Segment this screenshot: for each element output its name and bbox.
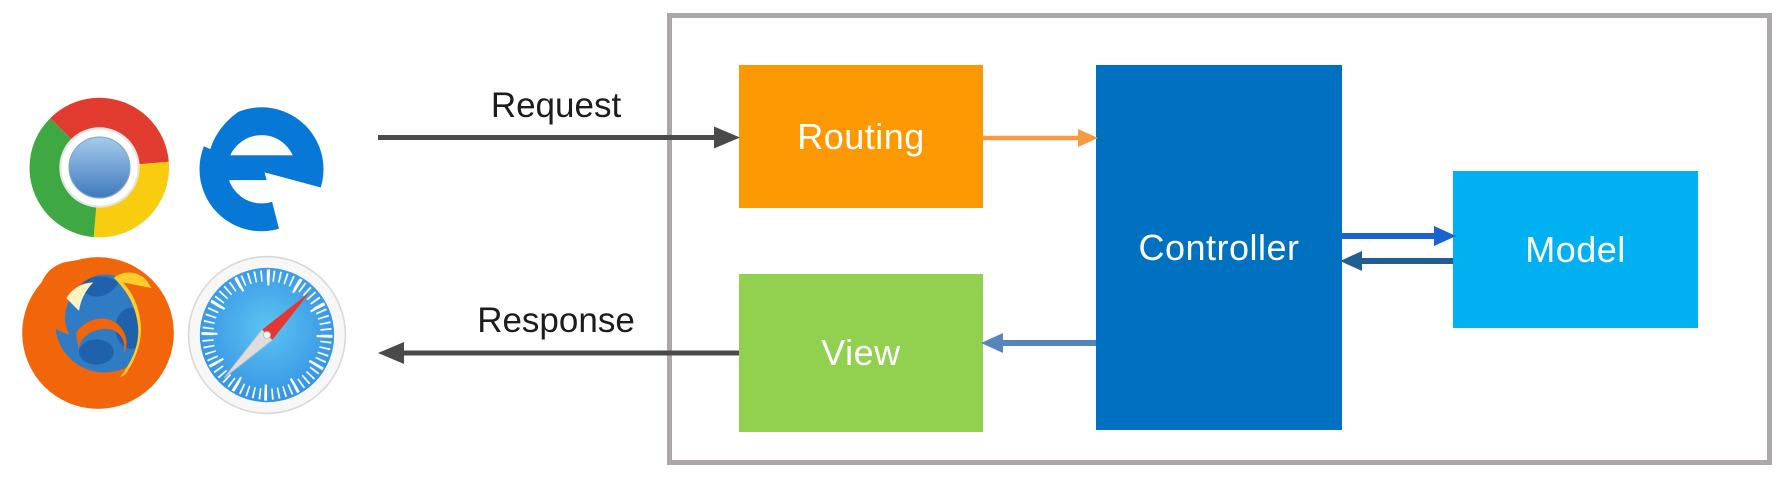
routing-to-controller-arrow [983,129,1098,147]
firefox-flame-inner [123,282,162,378]
request-arrow [378,126,740,149]
safari-icon [187,255,347,415]
controller-box: Controller [1096,65,1342,430]
response-label: Response [477,301,635,340]
edge-swoosh-gap [196,99,262,150]
controller-to-model-arrow [1342,226,1456,246]
response-arrow [378,342,739,364]
view-label: View [821,332,901,373]
request-label: Request [490,86,622,125]
edge-mouth-cut [264,172,339,239]
safari-needle [223,292,310,379]
edge-icon [196,99,339,239]
model-box: Model [1453,171,1698,328]
chrome-icon [29,97,170,238]
model-label: Model [1525,228,1626,270]
controller-label: Controller [1138,226,1300,268]
chrome-blue-center [68,136,131,199]
firefox-icon [22,257,174,409]
safari-major-ticks [201,269,333,401]
firefox-paw-curl [75,318,127,354]
firefox-head [39,260,113,335]
model-to-controller-arrow [1340,251,1453,271]
routing-label: Routing [797,115,925,157]
firefox-mouth [66,282,94,311]
edge-e-glyph [199,107,324,232]
view-box: View [739,274,983,432]
routing-box: Routing [739,65,983,208]
controller-to-view-arrow [981,333,1096,353]
